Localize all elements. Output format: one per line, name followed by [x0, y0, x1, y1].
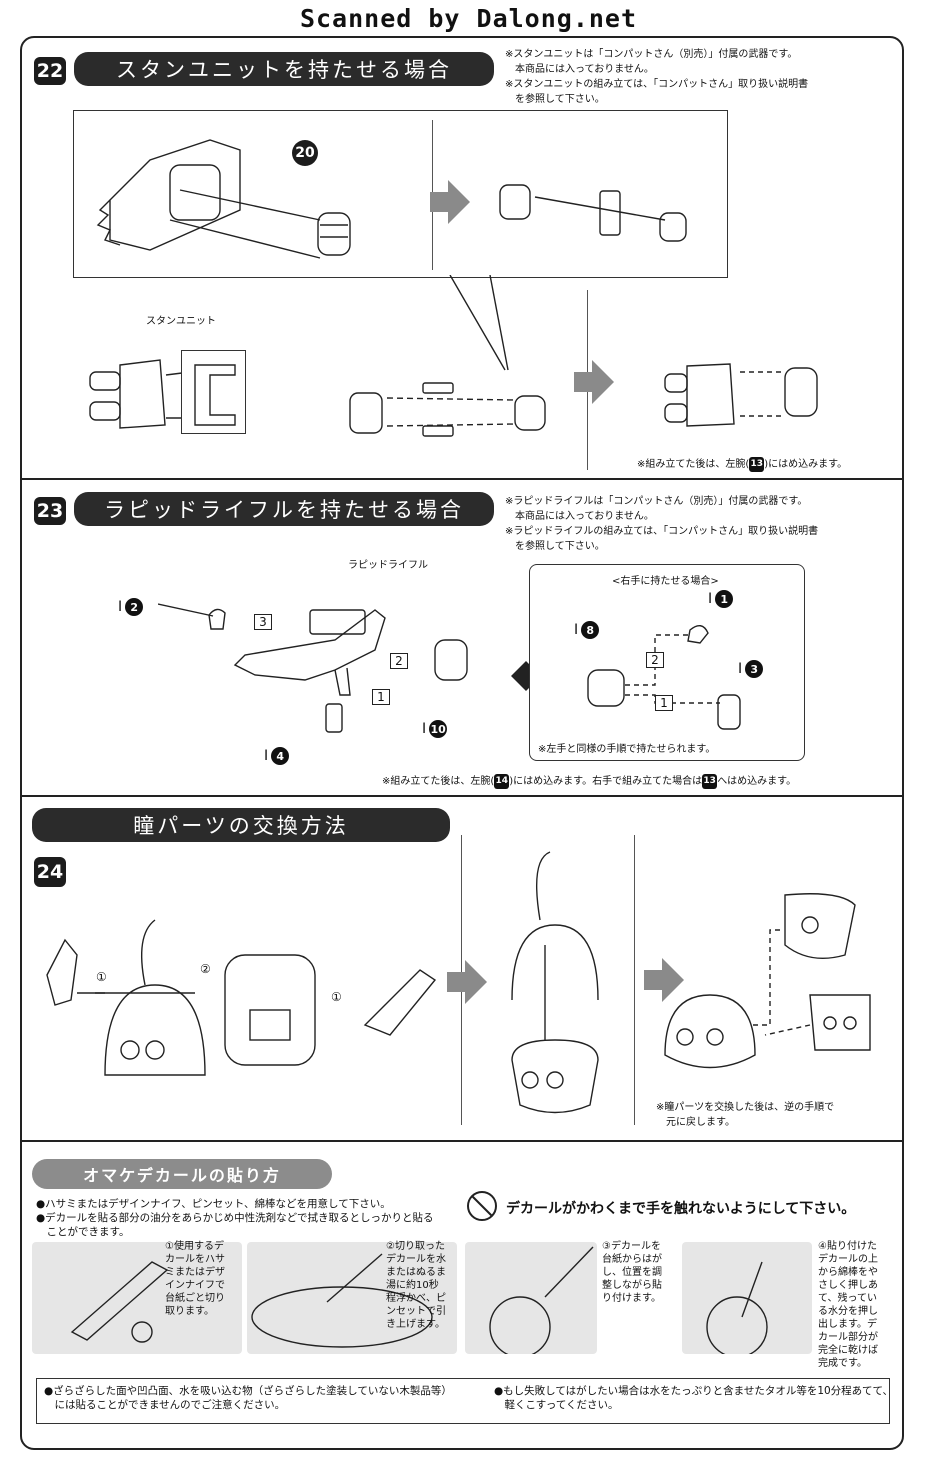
omake-bullet-2: ●デカールを貼る部分の油分をあらかじめ中性洗剤などで拭き取るとしっかりと貼る こ… — [36, 1212, 434, 1238]
step-23-title: ラピッドライフルを持たせる場合 — [74, 492, 494, 526]
stun-adapter — [194, 364, 236, 426]
flow-arrow-4 — [644, 958, 684, 1002]
footer-23-n2: 13 — [702, 774, 718, 789]
seq-1: 1 — [372, 689, 390, 705]
step-22-detail-box — [73, 110, 728, 278]
caution-right: ●もし失敗してはがしたい場合は水をたっぷりと含ませたタオル等を10分程あてて、 … — [494, 1385, 893, 1411]
flow-arrow — [430, 180, 470, 224]
callout-i2-prefix: I — [118, 599, 123, 615]
callout-i2-line — [158, 603, 214, 617]
step-22-title: スタンユニットを持たせる場合 — [74, 52, 494, 86]
hand-fist-1 — [317, 212, 351, 256]
stun-unit-drawing — [96, 139, 321, 259]
scan-watermark: Scanned by Dalong.net — [299, 4, 638, 33]
callout-i4-prefix: I — [264, 748, 269, 764]
caution-left: ●ざらざらした面や凹凸面、水を吸い込む物（ざらざらした塗装していない木製品等） … — [44, 1385, 452, 1411]
callout-i4-num: 4 — [271, 747, 290, 765]
inset-i8-num: 8 — [581, 621, 600, 639]
callout-lines — [449, 275, 509, 371]
step-24-marker-1a: ① — [96, 970, 107, 984]
inset-i8-prefix: I — [574, 622, 579, 638]
step-24-marker-2: ② — [200, 962, 211, 976]
inset-title: <右手に持たせる場合> — [612, 576, 719, 587]
inset-i3-num: 3 — [745, 660, 764, 678]
no-touch-icon — [467, 1191, 497, 1221]
footer-22-post: )にはめ込みます。 — [764, 459, 848, 470]
divider-22-23 — [20, 478, 904, 480]
inset-assembly — [587, 625, 741, 730]
part-i2 — [208, 608, 226, 630]
s24-divider-2 — [634, 835, 635, 1125]
inset-seq-2: 2 — [646, 652, 664, 668]
callout-i2-num: 2 — [125, 598, 144, 616]
face-eye-swap — [664, 893, 871, 1069]
stun-unit-label: スタンユニット — [146, 316, 216, 327]
caution-box — [36, 1378, 890, 1424]
footer-22-num: 13 — [749, 457, 765, 472]
inset-i1-prefix: I — [708, 591, 713, 607]
page-frame — [20, 36, 904, 1450]
footer-23-n1: 14 — [494, 774, 510, 789]
seq-3: 3 — [254, 614, 272, 630]
decal-step-3-image — [465, 1242, 597, 1354]
footer-23-a: ※組み立てた後は、左腕( — [382, 776, 495, 787]
omake-title: オマケデカールの貼り方 — [32, 1159, 332, 1189]
decal-step-4-image — [682, 1242, 812, 1354]
decal-step-1-image — [32, 1242, 242, 1354]
divider-23-24 — [20, 795, 904, 797]
rifle-label: ラピッドライフル — [348, 560, 428, 571]
flow-arrow-2 — [574, 360, 614, 404]
inset-seq-1: 1 — [655, 695, 673, 711]
inset-i3-prefix: I — [738, 661, 743, 677]
step-22-footer: ※組み立てた後は、左腕(13)にはめ込みます。 — [637, 457, 847, 472]
rifle-drawing — [233, 609, 468, 696]
step-24-marker-1b: ① — [331, 990, 342, 1004]
omake-bullet-1: ●ハサミまたはデザインナイフ、ピンセット、綿棒などを用意して下さい。 — [36, 1198, 391, 1210]
callout-i10-num: 10 — [429, 720, 448, 738]
decal-step-4-text: ④貼り付けた デカールの上 から綿棒をや さしく押しあ て、残ってい る水分を押… — [818, 1241, 878, 1369]
footer-22-pre: ※組み立てた後は、左腕( — [637, 459, 750, 470]
step-24-note: ※瞳パーツを交換した後は、逆の手順で 元に戻します。 — [656, 1102, 835, 1128]
step-22-note: ※スタンユニットは「コンパットさん（別売）」付属の武器です。 本商品には入ってお… — [505, 49, 809, 105]
seq-2: 2 — [390, 653, 408, 669]
footer-23-b: )にはめ込みます。右手で組み立てた場合は — [509, 776, 703, 787]
decal-step-3-text: ③デカールを 台紙からはが し、位置を調 整しながら貼 り付けます。 — [602, 1241, 662, 1304]
part-i4 — [325, 703, 343, 733]
part-20-badge: 20 — [292, 140, 318, 166]
inset-note: ※左手と同様の手順で持たせられます。 — [538, 744, 716, 755]
step-24-title: 瞳パーツの交換方法 — [32, 808, 450, 842]
callout-i10-prefix: I — [422, 721, 427, 737]
decal-step-2-image — [247, 1242, 457, 1354]
flow-arrow-3 — [447, 960, 487, 1004]
hand-assembly-drawing — [499, 184, 687, 242]
stun-hand-result — [664, 363, 818, 427]
decal-step-2-text: ②切り取った デカールを水 またはぬるま 湯に約10秒 程浮かべ、ピ ンセットで… — [386, 1241, 446, 1330]
head-disassembly — [46, 919, 437, 1076]
hair-and-face — [511, 851, 599, 1114]
step-22-badge: 22 — [34, 57, 66, 85]
inset-i1-num: 1 — [715, 590, 734, 608]
hand-grip-assembly — [349, 382, 546, 437]
divider-24-omake — [20, 1140, 904, 1142]
decal-step-1-text: ①使用するデ カールをハサ ミまたはデザ インナイフで 台紙ごと切り 取ります。 — [165, 1241, 225, 1317]
omake-warning: デカールがかわくまで手を触れないようにして下さい。 — [506, 1201, 856, 1217]
step-23-badge: 23 — [34, 497, 66, 525]
step-23-note: ※ラピッドライフルは「コンパットさん（別売）」付属の武器です。 本商品には入って… — [505, 496, 819, 552]
footer-23-c: へはめ込みます。 — [717, 776, 797, 787]
step-24-badge: 24 — [34, 857, 66, 887]
